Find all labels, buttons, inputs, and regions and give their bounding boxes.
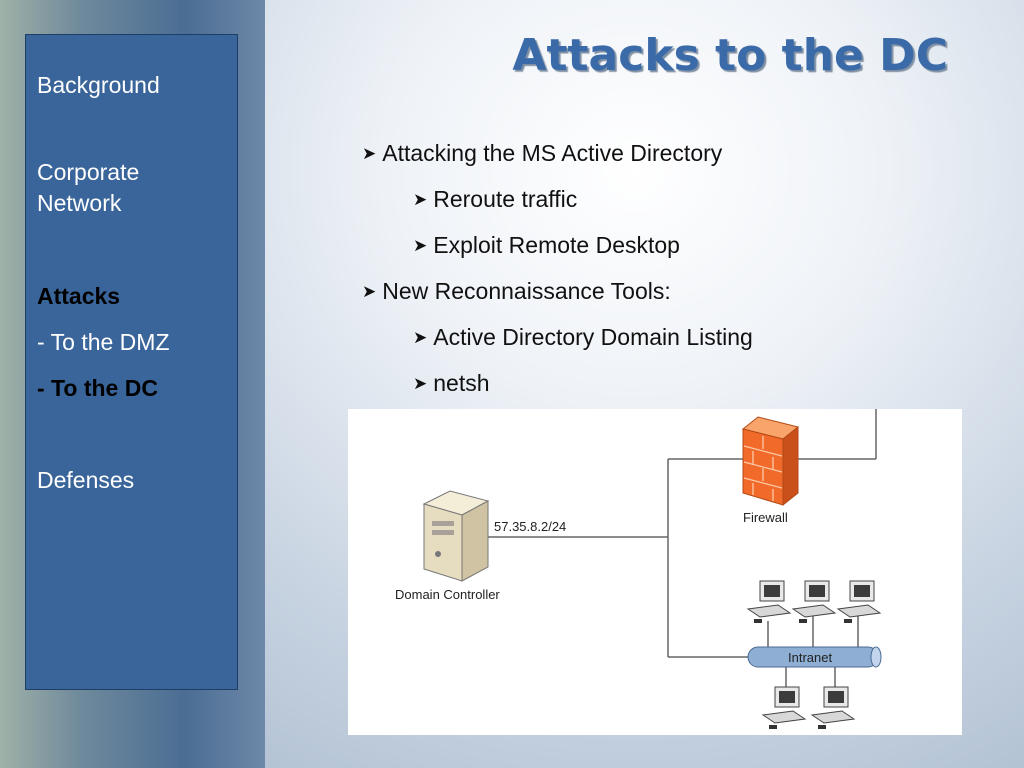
firewall-icon [741,416,800,507]
bullet-item: ➤ Attacking the MS Active Directory [362,140,722,167]
nav-item-corporate-network[interactable]: Corporate Network [37,159,140,216]
network-diagram: 57.35.8.2/24 Domain Controller Firewall [348,409,962,735]
workstation-icon [746,580,792,623]
bullet-item: ➤ Exploit Remote Desktop [413,232,680,259]
intranet-bus [747,646,882,668]
bullet-item: ➤ netsh [413,370,490,397]
arrow-bullet-icon: ➤ [362,144,377,163]
workstation-icon [791,580,837,623]
workstation-icon [761,686,807,729]
arrow-bullet-icon: ➤ [413,374,428,393]
bullet-text: New Reconnaissance Tools: [382,278,671,304]
workstation-icon [836,580,882,623]
arrow-bullet-icon: ➤ [413,190,428,209]
arrow-bullet-icon: ➤ [413,236,428,255]
workstation-icon [810,686,856,729]
nav-item-to-the-dmz[interactable]: - To the DMZ [37,329,170,355]
bullet-text: Active Directory Domain Listing [433,324,753,350]
bullet-text: netsh [433,370,490,396]
bullet-item: ➤ New Reconnaissance Tools: [362,278,671,305]
bullet-text: Exploit Remote Desktop [433,232,680,258]
nav-item-defenses[interactable]: Defenses [37,467,135,493]
domain-controller-label: Domain Controller [395,587,500,602]
nav-item-attacks[interactable]: Attacks [37,283,121,309]
domain-controller-icon [422,490,490,582]
intranet-label: Intranet [788,650,832,665]
bullet-item: ➤ Active Directory Domain Listing [413,324,753,351]
sidebar-nav: Background Corporate Network Attacks - T… [25,34,238,690]
nav-item-to-the-dc[interactable]: - To the DC [37,375,158,401]
bullet-text: Reroute traffic [433,186,578,212]
slide-title: Attacks to the DC [512,30,948,81]
bullet-item: ➤ Reroute traffic [413,186,577,213]
bullet-text: Attacking the MS Active Directory [382,140,723,166]
arrow-bullet-icon: ➤ [413,328,428,347]
ip-label: 57.35.8.2/24 [494,519,566,534]
network-diagram-svg: 57.35.8.2/24 Domain Controller Firewall [395,409,882,729]
arrow-bullet-icon: ➤ [362,282,377,301]
nav-item-background[interactable]: Background [37,72,160,98]
firewall-label: Firewall [743,510,788,525]
